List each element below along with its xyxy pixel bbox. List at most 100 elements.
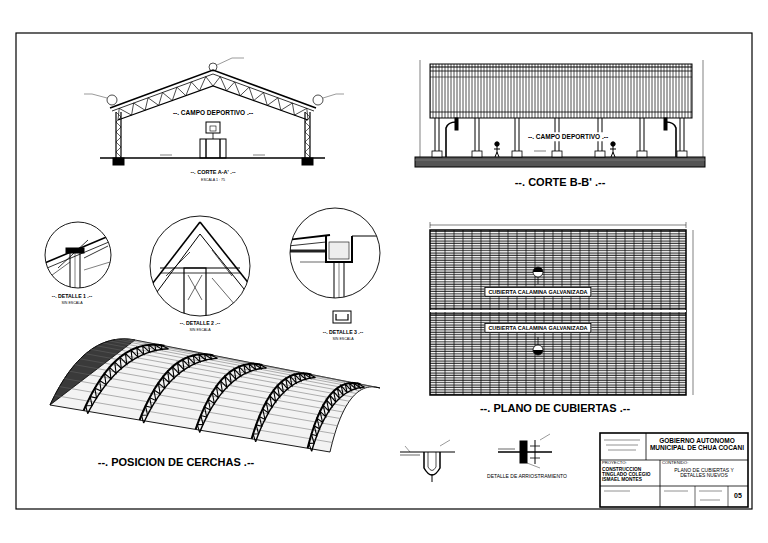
drawing-stroke: [304, 112, 305, 158]
detail-two: [146, 216, 254, 320]
drawing-stroke: [430, 222, 431, 228]
drawing-stroke: [213, 133, 214, 139]
drawing-stroke: [188, 275, 202, 300]
scale-note: SIN ESCALA: [332, 337, 353, 341]
drawing-stroke: [166, 252, 190, 276]
drawing-stroke: [430, 66, 692, 67]
drawing-stroke: [430, 225, 686, 226]
drawing-stroke: [323, 94, 336, 98]
drawing-stroke: [538, 337, 539, 345]
drawing-stroke: [611, 142, 615, 146]
title-block-project: PROYECTO:CONSTRUCCION TINGLADO COLEGIO I…: [600, 460, 660, 486]
drawing-stroke: [420, 60, 421, 160]
drawing-stroke: [533, 267, 543, 272]
drawing-stroke: [334, 262, 344, 302]
drawing-stroke: [664, 491, 688, 492]
detail-three: [286, 208, 382, 323]
drawing-stroke: [84, 246, 108, 258]
drawing-stroke: [430, 309, 686, 310]
drawing-stroke: [309, 383, 365, 451]
drawing-stroke: [552, 151, 562, 157]
drawing-stroke: [695, 486, 696, 507]
drawing-stroke: [494, 146, 500, 157]
detail-title: --. DETALLE 1 .--: [52, 294, 93, 300]
drawing-stroke: [430, 71, 692, 72]
drawing-stroke: [430, 314, 686, 315]
title-block-content: CONTENIDO:PLANO DE CUBIERTAS Y DETALLES …: [660, 460, 748, 486]
drawing-stroke: [116, 112, 121, 157]
drawing-stroke: [700, 500, 720, 501]
drawing-stroke: [339, 262, 340, 302]
drawing-stroke: [50, 339, 135, 405]
drawing-stroke: [212, 250, 232, 276]
drawing-stroke: [206, 122, 220, 133]
drawing-stroke: [595, 151, 605, 157]
drawing-stroke: [336, 94, 344, 95]
cell-heading: CONTENIDO:: [662, 461, 746, 466]
drawing-stroke: [686, 222, 687, 228]
drawing-stroke: [693, 230, 694, 395]
drawing-stroke: [217, 58, 232, 65]
drawing-stroke: [40, 233, 116, 302]
material-label: CUBIERTA CALAMINA GALVANIZADA: [484, 323, 591, 333]
scale-note: SIN ESCALA: [189, 328, 210, 332]
title-block-grid: [600, 433, 748, 507]
drawing-stroke: [113, 158, 124, 165]
drawing-stroke: [288, 242, 326, 246]
drawing-stroke: [604, 491, 630, 492]
drawing-stroke: [200, 234, 248, 294]
drawing-stroke: [253, 155, 265, 156]
drawing-stroke: [606, 445, 638, 446]
cell-text: CONSTRUCCION TINGLADO COLEGIO ISMAEL MON…: [602, 467, 658, 483]
drawing-stroke: [535, 440, 536, 464]
drawing-stroke: [309, 112, 310, 158]
drawing-stroke: [405, 446, 410, 452]
drawing-stroke: [646, 433, 647, 460]
drawing-stroke: [115, 340, 367, 388]
drawing-stroke: [110, 70, 316, 108]
cell-heading: PROYECTO:: [602, 461, 658, 466]
drawing-stroke: [115, 112, 116, 158]
drawing-stroke: [40, 239, 116, 271]
drawing-stroke: [424, 452, 440, 475]
cell-text: 05: [730, 492, 746, 500]
detail-one: [40, 222, 116, 302]
drawing-stroke: [538, 277, 539, 284]
drawing-stroke: [300, 262, 326, 263]
drawing-stroke: [86, 345, 169, 414]
title-block-header: GOBIERNO AUTONOMO MUNICIPAL DE CHUA COCA…: [646, 433, 748, 460]
view-title: --. CORTE A-A' .--: [190, 169, 235, 175]
drawing-stroke: [415, 160, 705, 161]
drawing-stroke: [498, 449, 515, 450]
drawing-stroke: [118, 77, 308, 120]
drawing-stroke: [728, 486, 729, 507]
drawing-stroke: [455, 118, 458, 130]
drawing-stroke: [430, 112, 692, 113]
drawing-stroke: [533, 345, 543, 355]
drawing-stroke: [200, 222, 254, 290]
drawing-stroke: [520, 441, 527, 463]
drawing-stroke: [540, 434, 550, 440]
drawing-stroke: [58, 240, 88, 268]
drawing-stroke: [84, 262, 110, 270]
drawing-stroke: [45, 222, 111, 288]
drawing-stroke: [430, 230, 686, 395]
drawing-stroke: [146, 222, 254, 320]
drawing-stroke: [512, 151, 522, 157]
drawing-stroke: [604, 440, 640, 441]
drawing-stroke: [200, 139, 226, 158]
drawing-stroke: [352, 236, 382, 237]
truss-section-a: [110, 70, 316, 158]
view-title: --. PLANO DE CUBIERTAS .--: [480, 402, 630, 415]
drawing-stroke: [430, 310, 686, 312]
drawing-stroke: [84, 94, 92, 95]
columns-section-b: [432, 118, 687, 157]
drawing-stroke: [212, 278, 236, 306]
drawing-stroke: [495, 142, 499, 146]
view-title: --. CORTE B-B' .--: [515, 176, 606, 189]
gutter-detail: [400, 440, 455, 482]
material-label: CUBIERTA CALAMINA GALVANIZADA: [484, 287, 591, 297]
truss-isometric: [50, 339, 380, 452]
roof-plan: [430, 222, 693, 395]
